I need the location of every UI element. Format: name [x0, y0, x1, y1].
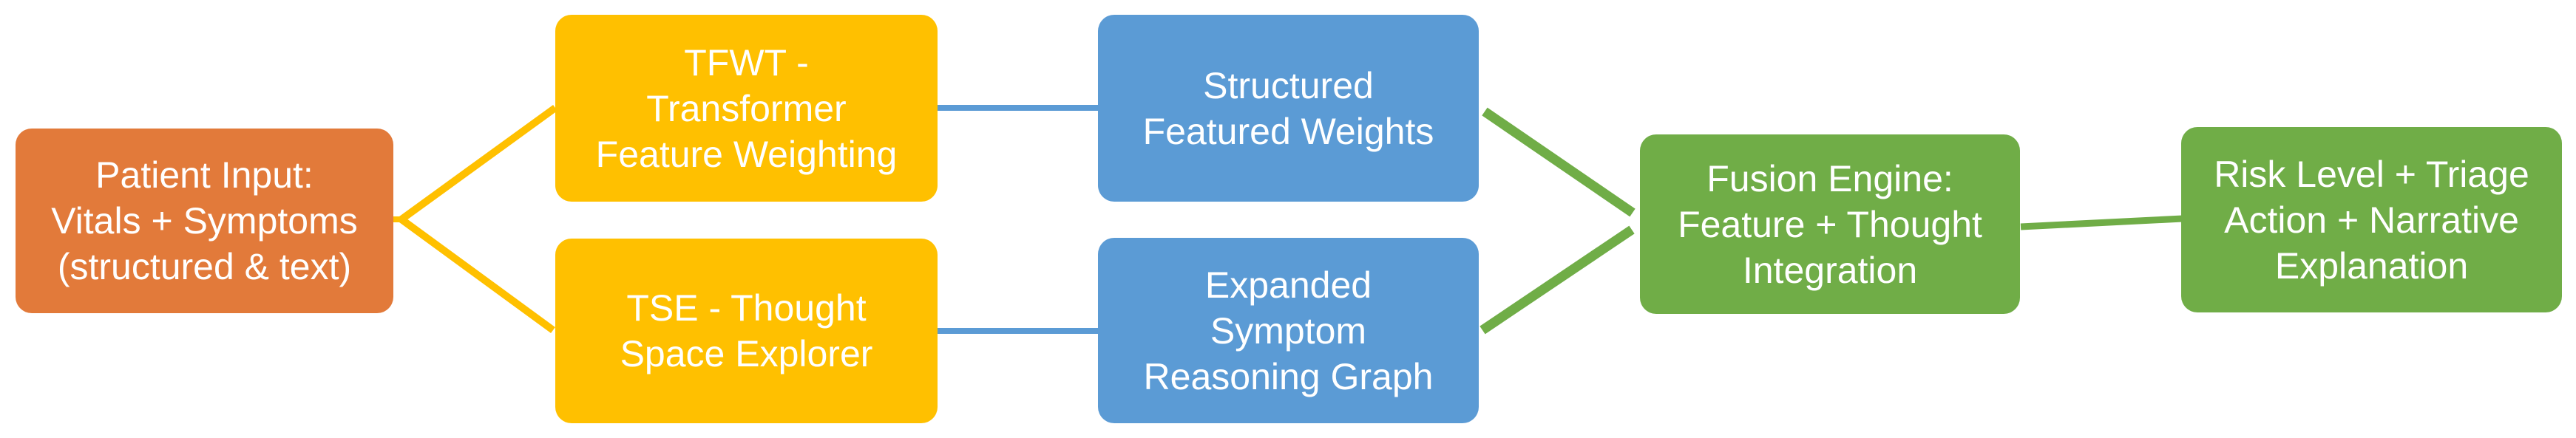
node-structured-weights: Structured Featured Weights [1098, 15, 1479, 202]
node-output: Risk Level + Triage Action + Narrative E… [2181, 127, 2562, 312]
node-symptom-graph: Expanded Symptom Reasoning Graph [1098, 238, 1479, 423]
node-structured-weights-label: Structured Featured Weights [1142, 64, 1434, 152]
edge-weights-to-fusion [1482, 107, 1636, 217]
node-tfwt-label: TFWT - Transformer Feature Weighting [595, 41, 898, 175]
node-patient-input-label: Patient Input: Vitals + Symptoms (struct… [51, 154, 358, 287]
node-fusion-engine: Fusion Engine: Feature + Thought Integra… [1640, 134, 2020, 314]
edge-graph-to-fusion [1479, 225, 1635, 335]
node-symptom-graph-label: Expanded Symptom Reasoning Graph [1143, 264, 1434, 397]
edge-fusion-to-output [2020, 215, 2183, 230]
node-tse: TSE - Thought Space Explorer [555, 239, 938, 423]
node-fusion-engine-label: Fusion Engine: Feature + Thought Integra… [1678, 157, 1982, 291]
node-patient-input: Patient Input: Vitals + Symptoms (struct… [16, 129, 393, 313]
node-output-label: Risk Level + Triage Action + Narrative E… [2214, 153, 2529, 287]
node-tse-label: TSE - Thought Space Explorer [620, 287, 873, 374]
node-tfwt: TFWT - Transformer Feature Weighting [555, 15, 938, 202]
edge-input-to-tfwt-tse [395, 104, 557, 334]
